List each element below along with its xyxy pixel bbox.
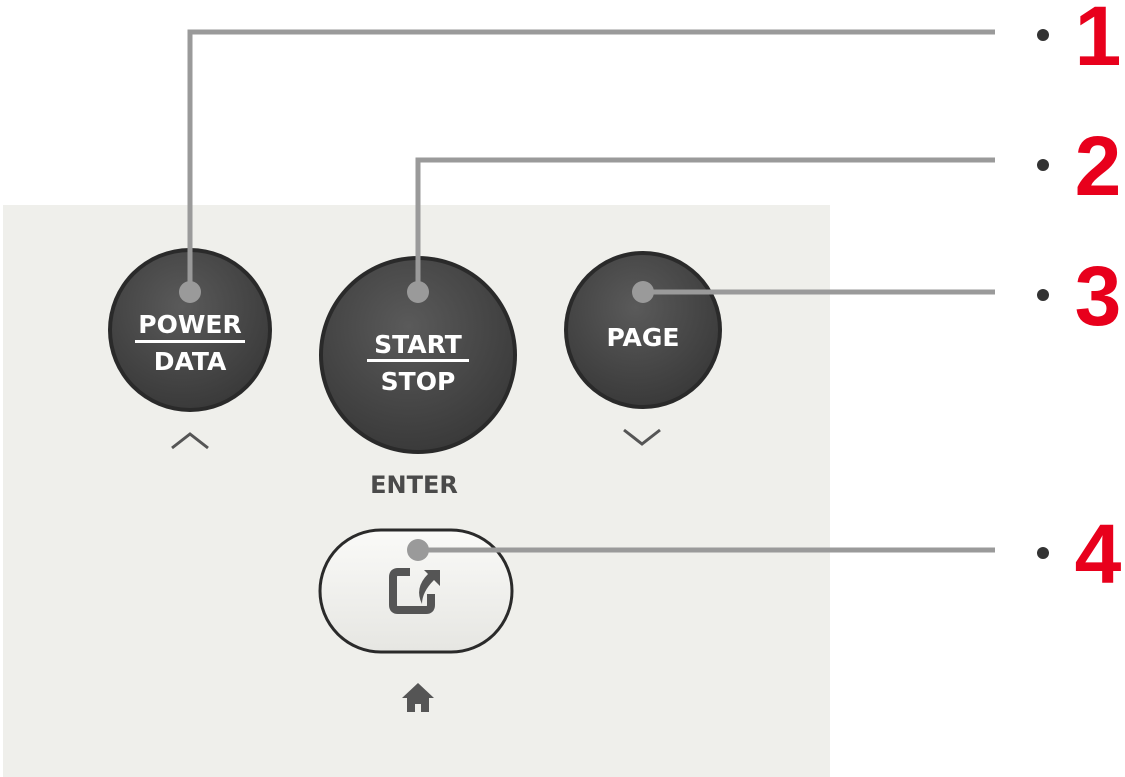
enter-label: ENTER (370, 471, 458, 499)
share-export-icon (389, 568, 440, 614)
page-label: PAGE (607, 323, 680, 352)
power-data-button[interactable]: POWER DATA (108, 248, 272, 412)
home-icon (402, 683, 434, 712)
start-stop-button[interactable]: START STOP (319, 256, 517, 454)
callout-number-3: 3 (1075, 249, 1122, 343)
chevron-up-icon (171, 432, 209, 450)
leader-lines (187, 29, 995, 553)
callout-number-2: 2 (1075, 119, 1122, 213)
callout-bullet (1037, 29, 1049, 41)
callout-number-1: 1 (1075, 0, 1122, 83)
start-label: START (374, 330, 462, 359)
stop-label: STOP (381, 367, 456, 396)
page-button[interactable]: PAGE (564, 251, 722, 409)
callout-bullet (1037, 159, 1049, 171)
callout-bullet (1037, 289, 1049, 301)
home-share-button[interactable] (318, 528, 514, 654)
callout-bullet (1037, 547, 1049, 559)
data-label: DATA (154, 347, 227, 376)
power-label: POWER (138, 310, 241, 339)
callout-number-4: 4 (1075, 507, 1122, 601)
chevron-down-icon (623, 428, 661, 446)
